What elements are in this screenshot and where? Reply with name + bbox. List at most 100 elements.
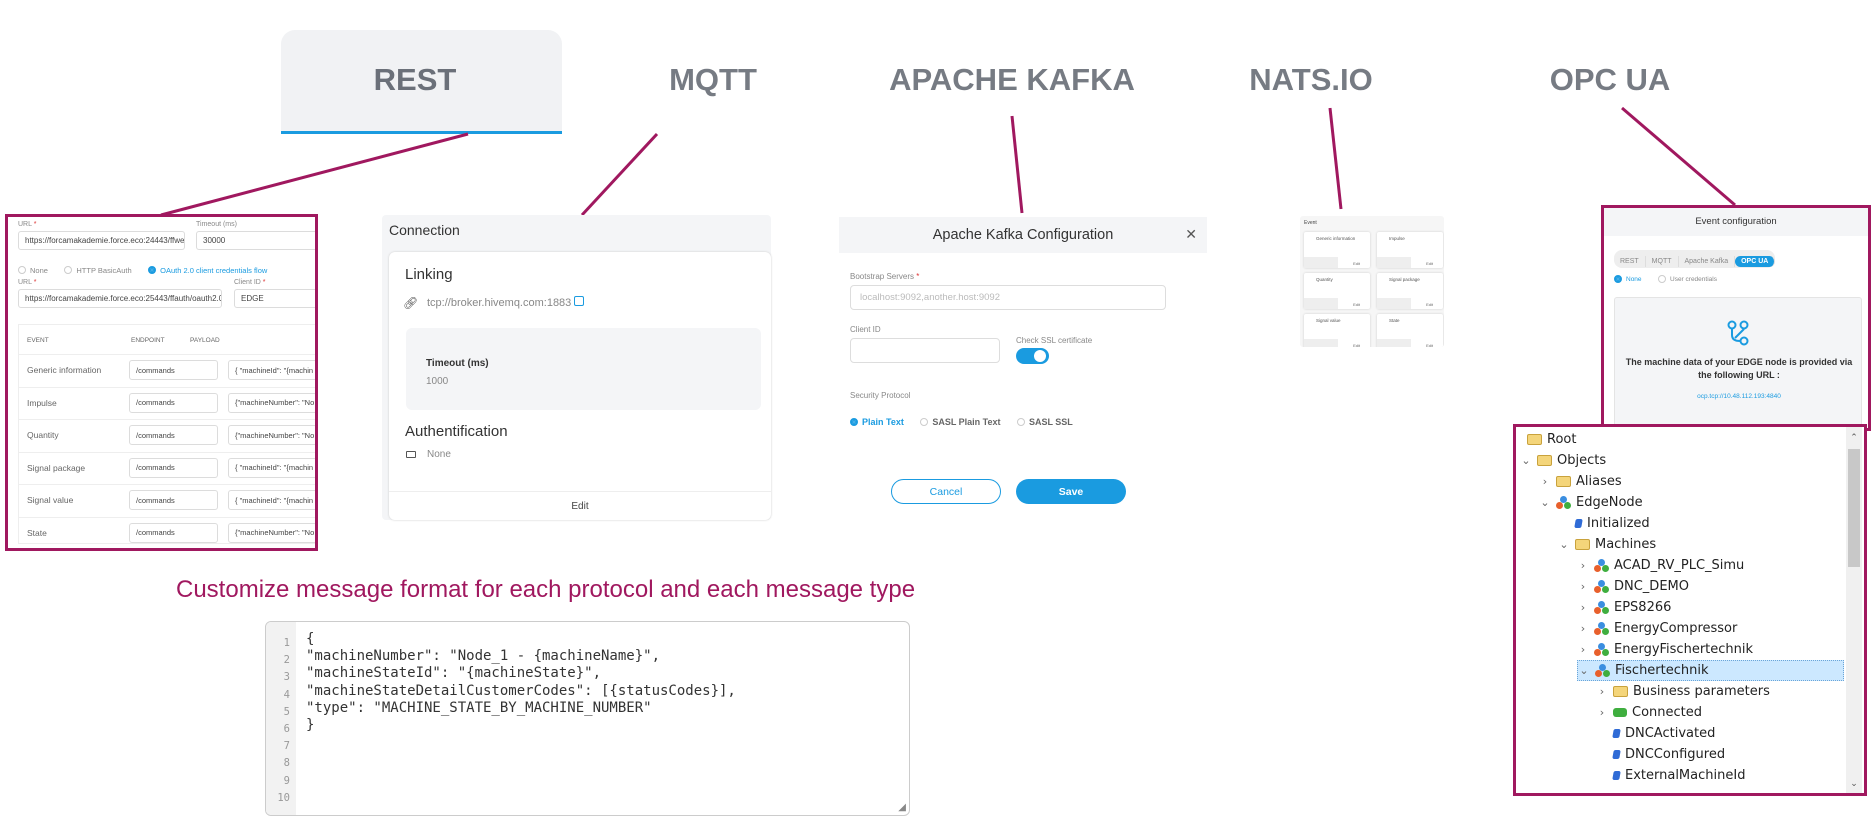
chevron-right-icon[interactable]: › <box>1599 706 1605 719</box>
edit-button[interactable]: Edit <box>1353 343 1360 347</box>
auth-value: None <box>427 449 451 460</box>
tree-node[interactable]: ›Aliases <box>1539 471 1622 492</box>
tree-node[interactable]: DNCConfigured <box>1596 744 1725 765</box>
security-protocol-group: Plain Text SASL Plain Text SASL SSL <box>850 413 1085 431</box>
scroll-up-icon[interactable]: ⌃ <box>1850 433 1858 443</box>
endpoint-input[interactable]: /commands <box>129 392 218 413</box>
info-button[interactable] <box>1377 298 1411 309</box>
tree-node[interactable]: ⌄EdgeNode <box>1539 492 1642 513</box>
tab-nats-io[interactable]: NATS.IO <box>1249 62 1373 97</box>
tab-apache-kafka[interactable]: APACHE KAFKA <box>889 62 1135 97</box>
sasl-ssl-radio[interactable]: SASL SSL <box>1016 417 1073 427</box>
mqtt-connection-panel: Connection Linking 🔗︎ tcp://broker.hivem… <box>382 215 771 520</box>
resize-handle-icon[interactable]: ◢ <box>898 802 906 813</box>
payload-input[interactable]: { "machineId": "{machin <box>228 360 315 380</box>
tree-node[interactable]: › ACAD_RV_PLC_Simu <box>1577 555 1745 576</box>
branch-icon <box>1727 320 1749 346</box>
auth-oauth-radio[interactable]: OAuth 2.0 client credentials flow <box>148 266 267 275</box>
url-input[interactable]: https://forcamakademie.force.eco:24443/f… <box>18 231 185 250</box>
tree-node[interactable]: ›EnergyFischertechnik <box>1577 639 1753 660</box>
payload-input[interactable]: {"machineNumber": "No <box>228 425 315 445</box>
bootstrap-servers-input[interactable]: localhost:9092,another.host:9092 <box>850 285 1166 310</box>
scrollbar-thumb[interactable] <box>1848 449 1860 567</box>
segment-rest[interactable]: REST <box>1614 256 1646 267</box>
chevron-right-icon[interactable]: › <box>1580 601 1586 614</box>
scroll-down-icon[interactable]: ⌄ <box>1850 779 1858 789</box>
endpoint-input[interactable]: /commands <box>129 360 218 380</box>
edit-button[interactable]: Edit <box>1353 302 1360 307</box>
chevron-right-icon[interactable]: › <box>1580 622 1586 635</box>
auth-none-radio[interactable]: None <box>18 266 48 275</box>
close-icon[interactable]: ✕ <box>1185 226 1197 242</box>
payload-input[interactable]: {"machineNumber": "No <box>228 522 315 543</box>
chevron-right-icon[interactable]: › <box>1580 559 1586 572</box>
tree-node[interactable]: ›EPS8266 <box>1577 597 1672 618</box>
edit-button[interactable]: Edit <box>1426 261 1433 266</box>
endpoint-input[interactable]: /commands <box>129 490 218 510</box>
tree-node[interactable]: Initialized <box>1558 513 1650 534</box>
info-button[interactable] <box>1377 339 1411 347</box>
segment-kafka[interactable]: Apache Kafka <box>1679 256 1736 267</box>
chevron-right-icon[interactable]: › <box>1542 475 1548 488</box>
tree-node[interactable]: ⌄Objects <box>1520 450 1606 471</box>
info-button[interactable] <box>1377 257 1411 268</box>
edit-button[interactable]: Edit <box>1426 343 1433 347</box>
info-button[interactable] <box>1304 339 1338 347</box>
chevron-down-icon[interactable]: ⌄ <box>1540 496 1550 509</box>
tree-node[interactable]: ›EnergyCompressor <box>1577 618 1738 639</box>
tree-scrollbar[interactable]: ⌃ ⌄ <box>1846 427 1862 793</box>
opc-auth-none-radio[interactable]: None <box>1614 275 1642 283</box>
payload-input[interactable]: { "machineId": "{machin <box>228 490 315 510</box>
tree-node[interactable]: DNCActivated <box>1596 723 1715 744</box>
endpoint-input[interactable]: /commands <box>129 457 218 478</box>
ssl-toggle[interactable] <box>1016 348 1049 364</box>
edit-button[interactable]: Edit <box>389 491 771 520</box>
client-id-input[interactable] <box>850 338 1000 363</box>
chevron-down-icon[interactable]: ⌄ <box>1579 664 1589 677</box>
sasl-plain-text-radio[interactable]: SASL Plain Text <box>920 417 1001 427</box>
event-name: Impulse <box>27 397 57 408</box>
tree-node-label: ACAD_RV_PLC_Simu <box>1614 558 1745 573</box>
timeout-input[interactable]: 30000 <box>196 231 315 250</box>
chevron-right-icon[interactable]: › <box>1580 580 1586 593</box>
endpoint-input[interactable]: /commands <box>129 522 218 543</box>
variable-icon <box>1612 750 1621 759</box>
chevron-right-icon[interactable]: › <box>1599 685 1605 698</box>
endpoint-input[interactable]: /commands <box>129 425 218 445</box>
tree-node[interactable]: ›DNC_DEMO <box>1577 576 1689 597</box>
edit-button[interactable]: Edit <box>1353 261 1360 266</box>
caption: Customize message format for each protoc… <box>176 576 916 603</box>
opc-url-link[interactable]: ocp.tcp://10.48.112.193:4840 <box>1697 393 1781 400</box>
tree-node[interactable]: ⌄Machines <box>1558 534 1656 555</box>
tree-node[interactable]: ⌄Fischertechnik <box>1577 660 1844 681</box>
payload-input[interactable]: { "machineId": "{machin <box>228 457 315 478</box>
chevron-right-icon[interactable]: › <box>1580 643 1586 656</box>
edit-button[interactable]: Edit <box>1426 302 1433 307</box>
info-button[interactable] <box>1304 298 1338 309</box>
line-number: 6 <box>283 723 290 735</box>
chevron-down-icon[interactable]: ⌄ <box>1559 538 1569 551</box>
segment-mqtt[interactable]: MQTT <box>1646 256 1679 267</box>
opc-auth-credentials-radio[interactable]: User credentials <box>1658 275 1717 283</box>
tab-mqtt[interactable]: MQTT <box>669 62 757 97</box>
tree-node-label: Initialized <box>1587 516 1650 531</box>
tree-node[interactable]: ExternalMachineId <box>1596 765 1745 786</box>
tree-node[interactable]: ›Business parameters <box>1596 681 1770 702</box>
save-button[interactable]: Save <box>1016 479 1126 504</box>
info-button[interactable] <box>1304 257 1338 268</box>
tree-node[interactable]: ›Connected <box>1596 702 1702 723</box>
cancel-button[interactable]: Cancel <box>891 479 1001 504</box>
tab-opc-ua[interactable]: OPC UA <box>1549 62 1671 97</box>
chevron-down-icon[interactable]: ⌄ <box>1521 454 1531 467</box>
client-id-input[interactable]: EDGE <box>234 289 315 308</box>
auth-basic-radio[interactable]: HTTP BasicAuth <box>64 266 132 275</box>
tab-rest[interactable]: REST <box>373 62 457 97</box>
segment-opc-ua[interactable]: OPC UA <box>1735 256 1776 267</box>
plain-text-radio[interactable]: Plain Text <box>850 417 904 427</box>
auth-url-input[interactable]: https://forcamakademie.force.eco:25443/f… <box>18 289 222 308</box>
copy-icon[interactable] <box>574 296 584 306</box>
lock-icon <box>406 451 416 458</box>
payload-input[interactable]: {"machineNumber": "No <box>228 392 315 413</box>
tree-node[interactable]: Root <box>1522 429 1576 450</box>
